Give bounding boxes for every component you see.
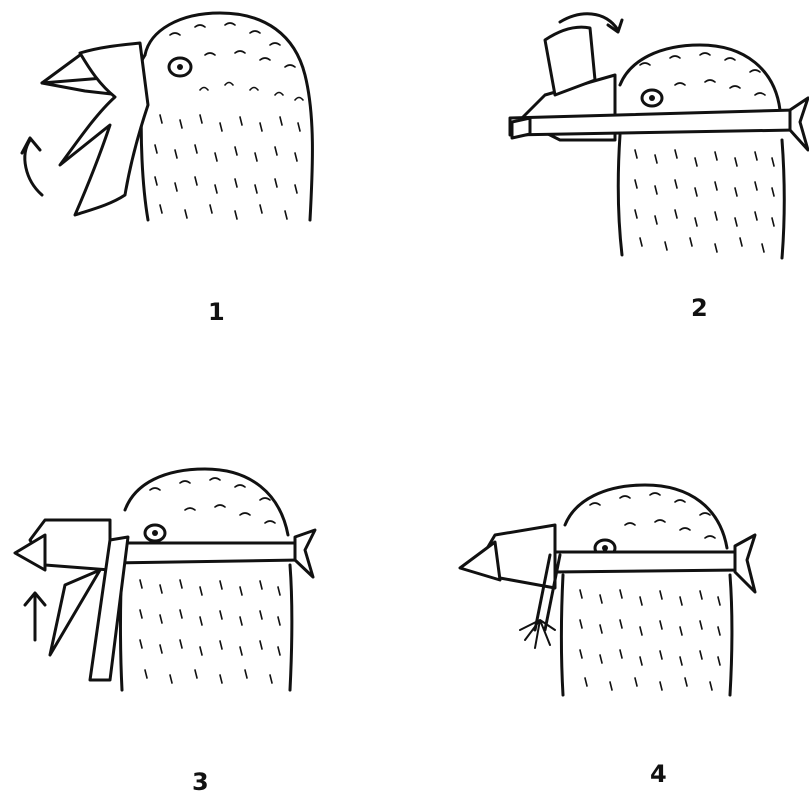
hanging-strip-2: [50, 570, 100, 655]
step-2-illustration: [500, 10, 809, 270]
pupil: [649, 95, 655, 101]
neck-back: [730, 575, 732, 695]
bird-head-drawing-4: [455, 480, 765, 710]
head-outline: [565, 485, 727, 548]
feather-texture: [635, 53, 774, 252]
band-tail: [790, 98, 808, 150]
bird-head-drawing-1: [20, 5, 340, 235]
neck-back: [782, 140, 784, 258]
step-2-label: 2: [691, 296, 708, 320]
pupil: [602, 545, 608, 551]
feather-texture: [155, 23, 303, 219]
pupil: [177, 64, 183, 70]
step-1-illustration: [20, 5, 340, 235]
beak-tip: [460, 542, 500, 580]
band-tail: [295, 530, 315, 577]
feather-texture: [140, 478, 280, 683]
neck-front: [618, 135, 622, 255]
knot-tie: [520, 620, 555, 648]
band-tail-front: [512, 118, 530, 138]
neck-front: [562, 575, 564, 695]
step-3-illustration: [10, 465, 320, 705]
head-band: [110, 543, 300, 563]
step-4-label: 4: [650, 762, 667, 786]
arrowhead: [22, 138, 40, 153]
neck-back: [290, 565, 292, 690]
head-outline: [145, 13, 312, 220]
feather-texture: [580, 493, 720, 690]
step-4-illustration: [455, 480, 765, 710]
pupil: [152, 530, 158, 536]
step-3-label: 3: [192, 770, 209, 794]
band-tail: [735, 535, 755, 592]
bird-head-drawing-2: [500, 10, 809, 270]
head-band: [555, 552, 740, 572]
bird-head-drawing-3: [10, 465, 320, 705]
step-1-label: 1: [208, 300, 225, 324]
